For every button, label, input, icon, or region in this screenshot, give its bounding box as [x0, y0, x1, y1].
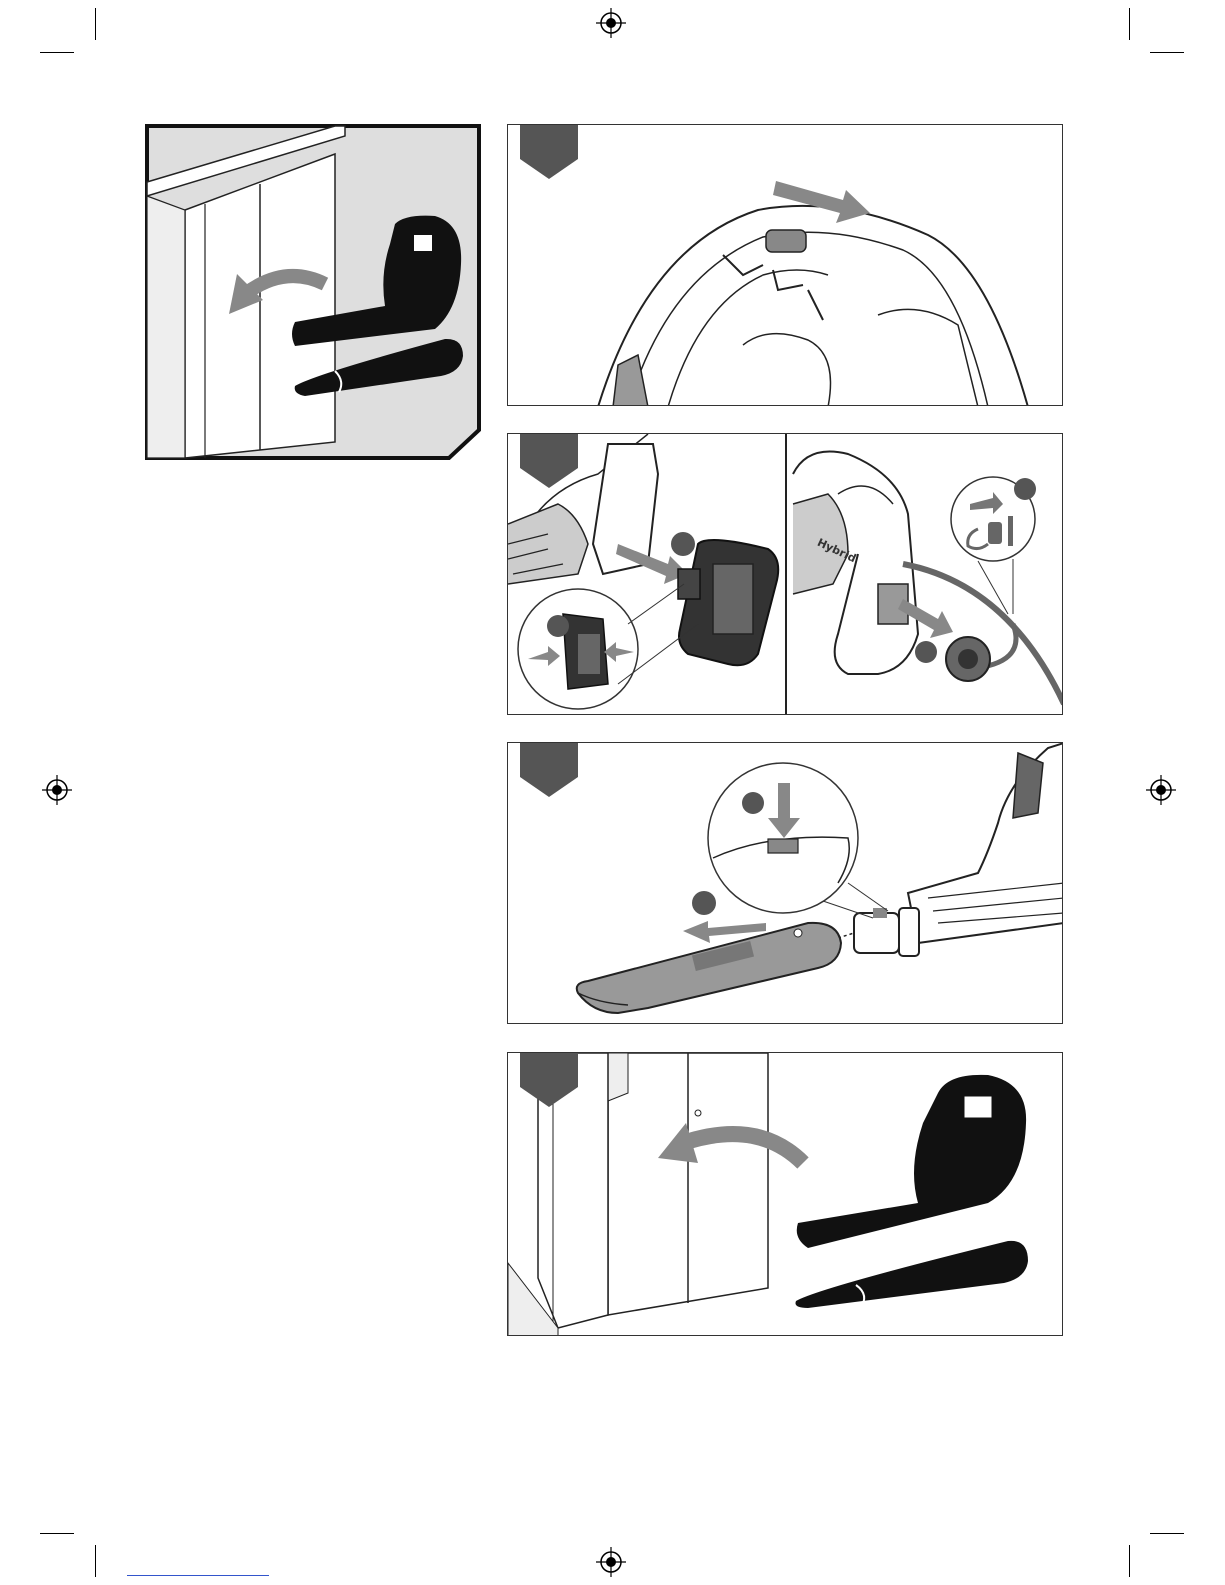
- step-3-tab: [520, 742, 578, 797]
- step-4-panel: [507, 1052, 1063, 1336]
- footer-link-rule: [127, 1575, 269, 1576]
- step-1-tab: [520, 124, 578, 179]
- blower-tube-silhouette-icon: [796, 1241, 1029, 1308]
- step-2-tab: [520, 433, 578, 488]
- step-3-panel: [507, 742, 1063, 1024]
- step-1-panel: [507, 124, 1063, 406]
- registration-mark-top-icon: [596, 8, 626, 38]
- crop-mark-top-left-h: [40, 52, 74, 53]
- storage-overview-panel: [145, 124, 481, 460]
- crop-mark-top-right-v: [1129, 8, 1130, 40]
- registration-mark-bottom-icon: [596, 1547, 626, 1577]
- crop-mark-top-right-h: [1150, 52, 1184, 53]
- crop-mark-bottom-right-v: [1129, 1545, 1130, 1577]
- crop-mark-top-left-v: [95, 8, 96, 40]
- registration-mark-left-icon: [42, 775, 72, 805]
- crop-mark-bottom-left-h: [40, 1533, 74, 1534]
- registration-mark-right-icon: [1146, 775, 1176, 805]
- crop-mark-bottom-right-h: [1150, 1533, 1184, 1534]
- step-4-tab: [520, 1052, 578, 1107]
- crop-mark-bottom-left-v: [95, 1545, 96, 1577]
- step-2-panel: Hybrid: [507, 433, 1063, 715]
